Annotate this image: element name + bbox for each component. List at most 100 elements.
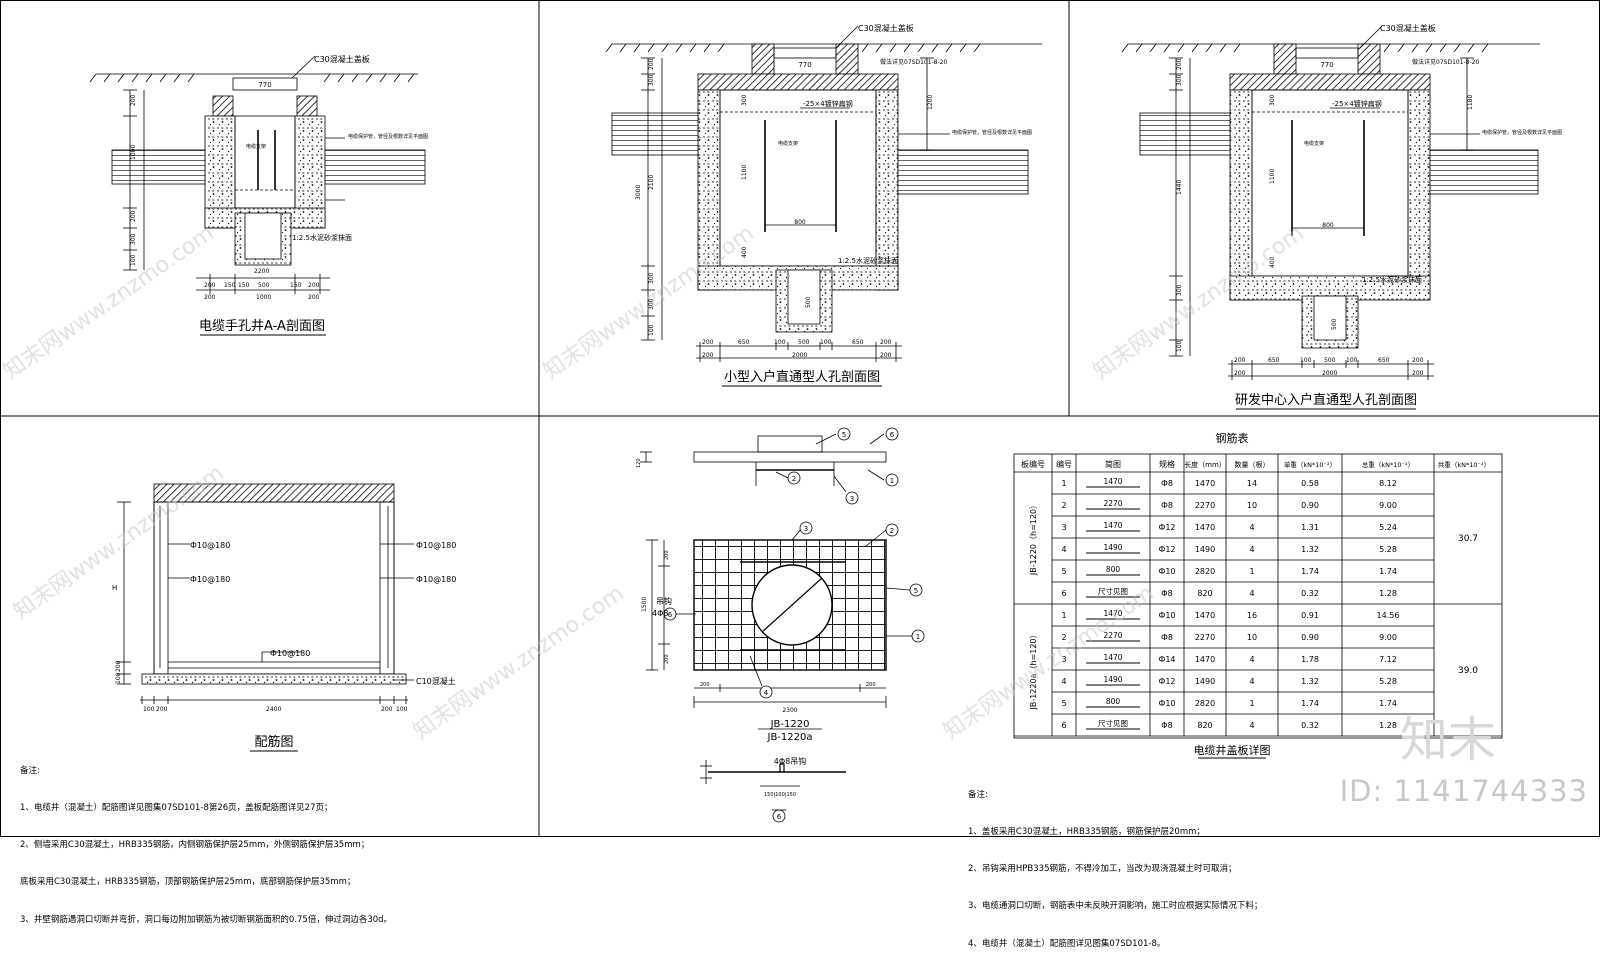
cell-total-weight: 1.74 [1379,567,1397,576]
cell-spec: Φ8 [1161,589,1172,598]
rd-tot-0: 200 [1234,370,1246,377]
hh-top-dim: 770 [258,81,271,89]
rf-b-3: 200 [381,706,393,713]
cell-spec: Ф10 [1158,611,1175,620]
cell-no: 4 [1061,677,1066,686]
sm-inner-300: 300 [741,94,748,106]
rebar-table-grid [1013,453,1503,739]
cell-length: 1470 [1195,611,1215,620]
rd-v-2: 1440 [1176,180,1183,195]
sm-v-2: 2100 [648,175,655,190]
cv-side-bottom: 200 [664,654,670,664]
rf-b-4: 100 [396,706,408,713]
cell-no: 4 [1061,545,1066,554]
rd-bot-5: 650 [1378,357,1390,364]
cover-plate-labels: 5 6 2 3 1 3 2 5 1 4 6 6 120 1500 200 200… [636,431,920,821]
cell-spec: Ф10 [1158,699,1175,708]
notes-right-heading: 备注: [968,789,988,800]
hh-c30-label: C30混凝土盖板 [314,54,370,64]
cell-unit-weight: 0.32 [1301,589,1319,598]
sm-v-3: 300 [648,272,655,284]
hh-v-2: 1000 [130,145,137,160]
rd-bot-3: 500 [1324,357,1336,364]
cell-qty: 4 [1249,523,1254,532]
cell-unit-weight: 0.91 [1301,611,1319,620]
cell-no: 2 [1061,501,1066,510]
cell-unit-weight: 1.32 [1301,545,1319,554]
cell-spec: Ф8 [1161,479,1173,488]
cell-total-weight: 9.00 [1379,501,1397,510]
cell-spec: Ф12 [1158,677,1175,686]
watermark-brand: 知末 [1400,712,1497,768]
sm-tot-2: 200 [880,352,892,359]
rd-manhole-section [1121,25,1540,380]
cell-qty: 14 [1247,479,1257,488]
notes-left: 备注: 1、电缆井（混凝土）配筋图详见图集07SD101-8第26页，盖板配筋图… [20,740,392,939]
rf-b-1: 200 [156,706,168,713]
rd-flat-steel: -25×4镀锌扁钢 [1332,99,1382,108]
cell-spec: Ф12 [1158,545,1175,554]
th-sketch: 简图 [1105,459,1121,469]
cell-sketch: 1490 [1103,543,1122,552]
small-manhole-title: 小型入户直通型人孔剖面图 [724,369,880,385]
notes-right-line-3: 3、电缆通洞口切断，钢筋表中未反映开洞影响，施工时应根据实际情况下料； [968,901,1263,912]
hand-hole-title: 电缆手孔井A-A剖面图 [199,318,325,334]
balloon-6-plan [663,607,677,621]
balloon-3-top [845,491,859,505]
rd-pipe-label: 电缆保护管，管径及根数详见平面图 [1482,129,1562,136]
rd-top-dim: 770 [1320,61,1333,69]
rd-ref-label: 做法详见07SD101-8-20 [1412,58,1479,66]
balloon-3-plan [799,521,813,535]
rd-bracket-label: 电缆支架 [1304,140,1324,147]
rf-label-right-1: Ф10@180 [416,541,456,550]
hh-bot-3: 500 [258,282,270,289]
cover-code-a: JB-1220 [770,719,810,730]
cell-sketch: 2270 [1103,499,1122,508]
cell-spec: Ф8 [1161,501,1173,510]
watermark-1: 知末网www.znzmo.com [0,221,219,385]
cell-spec: Φ8 [1161,721,1172,730]
hh-bracket-label: 电缆支架 [246,143,266,150]
cell-qty: 4 [1249,589,1254,598]
cell-unit-weight: 0.90 [1301,633,1319,642]
balloon-6-hook-text: 6 [777,813,782,821]
cell-total-weight: 1.28 [1379,721,1397,730]
sm-bot-5: 650 [852,339,864,346]
cell-length: 1490 [1195,677,1215,686]
balloon-5-top [837,427,851,441]
balloon-3-plan-text: 3 [804,525,808,533]
sm-bot-4: 100 [820,339,832,346]
cell-spec: Ф8 [1161,633,1173,642]
cell-total-weight: 14.56 [1377,611,1400,620]
cell-qty: 4 [1249,677,1254,686]
watermark-2: 知末网www.znzmo.com [539,221,759,385]
small-manhole-labels: 770 C30混凝土盖板 做法详见07SD101-8-20 -25×4镀锌扁钢 … [635,23,1032,385]
sheet-frame [0,0,1600,837]
cell-unit-weight: 1.31 [1301,523,1319,532]
cell-unit-weight: 1.78 [1301,655,1319,664]
hh-v-0: 200 [130,94,137,106]
cell-total-weight: 7.12 [1379,655,1397,664]
hh-bot-5: 200 [308,282,320,289]
sm-inner-500: 500 [805,296,812,308]
hh-v-6: 100 [130,254,137,266]
cell-no: 3 [1061,655,1066,664]
cell-no: 1 [1061,611,1066,620]
balloon-2-plan [885,523,899,537]
sm-pipe-label: 电缆保护管，管径及根数详见平面图 [952,129,1032,136]
cv-side-right: 200 [866,682,876,688]
hh-mortar-label: 1:2.5水泥砂浆抹面 [292,233,352,242]
hh-bot-2: 150 [238,282,250,289]
cv-thk: 120 [636,458,642,468]
hh-tot-0: 200 [204,294,216,301]
sm-v-4: 300 [648,298,655,310]
balloon-5-plan-text: 5 [914,587,918,595]
hand-hole-labels: 770 C30混凝土盖板 1:2.5水泥砂浆抹面 电缆保护管，管径及根数详见平面… [130,54,428,334]
hh-v-4: 200 [130,210,137,222]
